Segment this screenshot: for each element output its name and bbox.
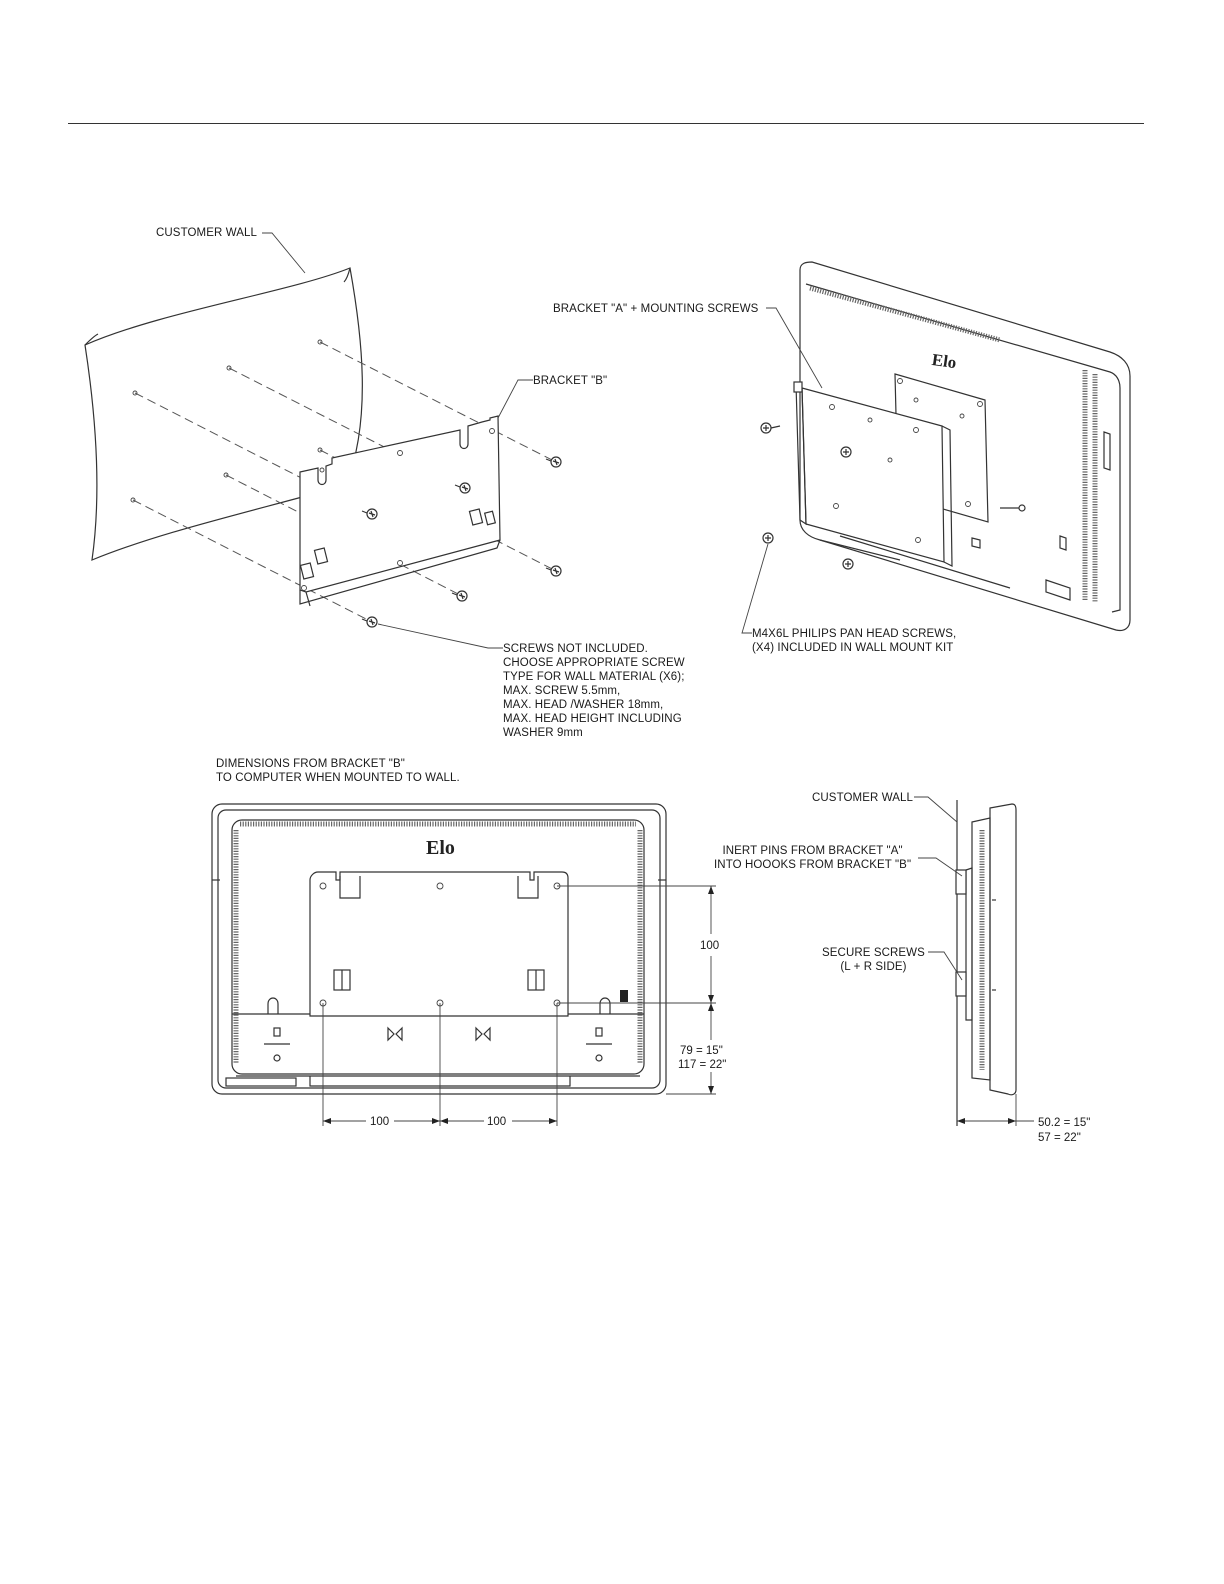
top-left-leader-lines	[262, 232, 533, 649]
label-dimensions-note: DIMENSIONS FROM BRACKET "B" TO COMPUTER …	[216, 757, 460, 785]
label-customer-wall-side: CUSTOMER WALL	[812, 792, 913, 804]
header-rule	[68, 123, 1144, 124]
dim-horizontal-right: 100	[487, 1116, 506, 1128]
side-view-drawing	[955, 800, 1017, 1126]
bracket-b-rear-outline	[309, 871, 569, 1017]
bracket-a-screws	[760, 422, 1026, 570]
inert-pins-line-2: INTO HOOOKS FROM BRACKET "B"	[714, 859, 912, 871]
dim-horizontal-left: 100	[370, 1116, 389, 1128]
label-inert-pins: INERT PINS FROM BRACKET "A" INTO HOOOKS …	[714, 844, 911, 872]
elo-logo-top: Elo	[931, 350, 958, 372]
screws-note-line-4: MAX. SCREW 5.5mm,	[503, 685, 621, 697]
rear-dimension-lines	[322, 885, 716, 1126]
m4-note-line-2: (X4) INCLUDED IN WALL MOUNT KIT	[752, 642, 954, 654]
secure-screws-line-2: (L + R SIDE)	[840, 961, 907, 973]
dim-depth-22: 57 = 22"	[1038, 1132, 1081, 1144]
secure-screws-line-1: SECURE SCREWS	[822, 947, 925, 959]
label-bracket-b: BRACKET "B"	[533, 375, 608, 387]
dimensions-note-line-1: DIMENSIONS FROM BRACKET "B"	[216, 758, 405, 770]
label-secure-screws: SECURE SCREWS (L + R SIDE)	[822, 946, 925, 974]
screws-note-line-1: SCREWS NOT INCLUDED.	[503, 643, 648, 655]
elo-logo-rear: Elo	[426, 837, 455, 859]
screws-note-line-2: CHOOSE APPROPRIATE SCREW	[503, 657, 685, 669]
screws-note-line-5: MAX. HEAD /WASHER 18mm,	[503, 699, 664, 711]
dimensions-note-line-2: TO COMPUTER WHEN MOUNTED TO WALL.	[216, 772, 460, 784]
screws-note-line-6: MAX. HEAD HEIGHT INCLUDING	[503, 713, 682, 725]
bracket-a-drawing	[793, 381, 953, 567]
m4-note-line-1: M4X6L PHILIPS PAN HEAD SCREWS,	[752, 628, 957, 640]
label-m4-screws: M4X6L PHILIPS PAN HEAD SCREWS, (X4) INCL…	[752, 627, 956, 655]
top-right-leader-lines	[741, 307, 823, 634]
dim-depth-15: 50.2 = 15"	[1038, 1117, 1090, 1129]
label-customer-wall-top: CUSTOMER WALL	[156, 227, 257, 239]
dim-vertical-100: 100	[700, 940, 719, 952]
dim-vertical-offset-15: 79 = 15"	[680, 1045, 723, 1057]
side-leader-lines	[914, 796, 963, 981]
screws-note-line-3: TYPE FOR WALL MATERIAL (X6);	[503, 671, 685, 683]
wall-screws	[361, 456, 562, 628]
label-bracket-a-screws: BRACKET "A" + MOUNTING SCREWS	[553, 303, 759, 315]
label-screws-not-included: SCREWS NOT INCLUDED. CHOOSE APPROPRIATE …	[503, 642, 685, 740]
screws-note-line-7: WASHER 9mm	[503, 727, 583, 739]
bracket-b-drawing	[299, 415, 501, 607]
side-dimension-lines	[957, 1094, 1034, 1126]
dim-vertical-offset-22: 117 = 22"	[678, 1059, 726, 1071]
wall-screw-hole-markers	[130, 339, 323, 503]
inert-pins-line-1: INERT PINS FROM BRACKET "A"	[722, 845, 903, 857]
